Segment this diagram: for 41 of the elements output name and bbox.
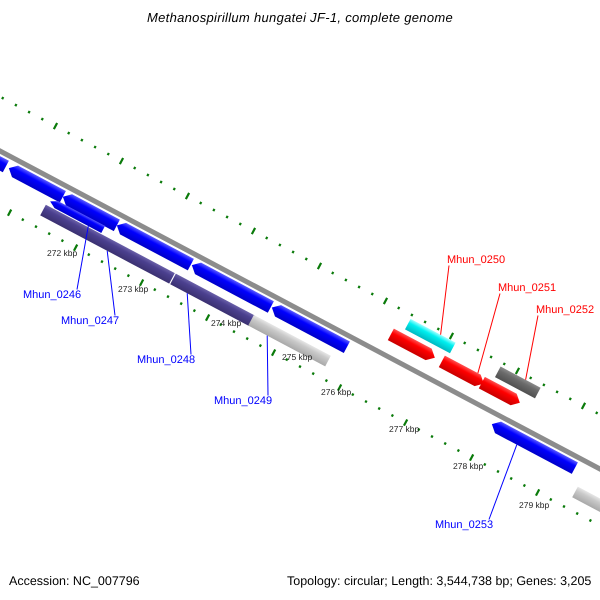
scale-label: 275 kbp (282, 352, 312, 361)
leader-line (186, 292, 192, 355)
leader-line (76, 226, 89, 290)
gene-bar (170, 274, 255, 326)
leader-line (525, 315, 538, 380)
gene-label: Mhun_0247 (61, 316, 120, 326)
gene-bar (248, 314, 331, 366)
gene-segment (8, 166, 66, 202)
scale-label: 277 kbp (389, 424, 420, 433)
gene-segment (62, 194, 120, 232)
footer-text: Accession: NC_007796 (9, 574, 140, 587)
gene-label: Mhun_0253 (435, 520, 494, 530)
gene-label: Mhun_0252 (536, 304, 594, 316)
gene-label: Mhun_0248 (137, 354, 196, 366)
gene-segment (388, 328, 435, 360)
leader-line (477, 293, 500, 374)
leader-line (440, 265, 450, 336)
scale-label: 274 kbp (211, 318, 242, 327)
gene-label: Mhun_0251 (498, 282, 556, 294)
title: Methanospirillum hungatei JF-1, complete genome (147, 11, 454, 24)
scale-label: 276 kbp (321, 388, 352, 396)
gene-segment (438, 356, 484, 386)
footer-text: Topology: circular; Length: 3,544,738 bp; Genes: 3,205 (287, 574, 592, 587)
gene-label: Mhun_0246 (23, 290, 82, 300)
leader-line (488, 444, 518, 520)
gene-label: Mhun_0250 (447, 254, 506, 266)
leader-line (266, 335, 268, 396)
leader-line (106, 250, 116, 316)
scale-label: 273 kbp (118, 284, 148, 293)
gene-segment (50, 201, 106, 233)
gene-bar (494, 366, 541, 398)
gene-segment (116, 222, 194, 270)
scale-label: 279 kbp (519, 500, 550, 509)
scale-label: 278 kbp (453, 462, 484, 470)
gene-segment (478, 376, 520, 406)
gene-segment (272, 305, 350, 354)
gene-segment (492, 422, 578, 474)
gene-label: Mhun_0249 (214, 396, 272, 406)
gene-bar (404, 318, 456, 354)
gene-segment (192, 262, 274, 313)
scale-label: 272 kbp (47, 248, 78, 257)
